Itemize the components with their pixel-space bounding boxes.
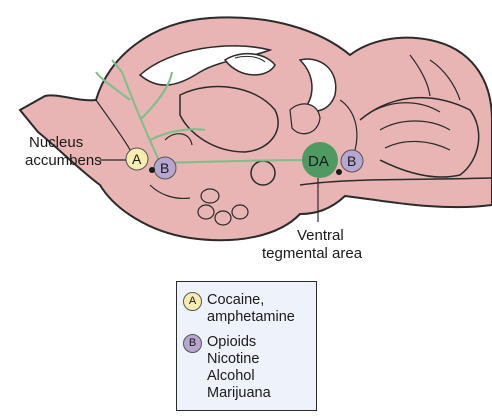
legend-text-a: Cocaine, amphetamine xyxy=(207,292,295,326)
legend-item-a: A Cocaine, amphetamine xyxy=(183,292,295,326)
nucleus-label-1: Nucleus xyxy=(29,134,83,151)
legend-text-b: Opioids Nicotine Alcohol Marijuana xyxy=(207,334,271,402)
legend-a-line-2: amphetamine xyxy=(207,309,295,325)
synapse-dot-vta xyxy=(336,169,342,175)
legend-b-line-1: Opioids xyxy=(207,334,257,350)
circle-a-label: A xyxy=(132,151,142,167)
legend-b-line-4: Marijuana xyxy=(207,385,271,401)
legend-box: A Cocaine, amphetamine B Opioids Nicotin… xyxy=(176,281,317,411)
synapse-dot xyxy=(149,167,155,173)
da-region xyxy=(302,142,338,178)
vta-label-2: tegmental area xyxy=(262,245,363,262)
vta-label-1: Ventral xyxy=(297,227,344,244)
legend-b-line-2: Nicotine xyxy=(207,351,260,367)
da-label: DA xyxy=(308,153,329,170)
circle-b1-label: B xyxy=(160,160,169,176)
legend-item-b: B Opioids Nicotine Alcohol Marijuana xyxy=(183,334,271,402)
legend-a-line-1: Cocaine, xyxy=(207,292,265,308)
legend-badge-b: B xyxy=(183,334,202,353)
legend-b-line-3: Alcohol xyxy=(207,368,255,384)
nucleus-label-2: accumbens xyxy=(25,152,102,169)
legend-badge-a: A xyxy=(183,292,202,311)
circle-b2-label: B xyxy=(347,153,356,169)
brain-outline xyxy=(18,16,492,242)
circle-b-vta xyxy=(340,149,364,173)
circle-a xyxy=(125,147,149,171)
